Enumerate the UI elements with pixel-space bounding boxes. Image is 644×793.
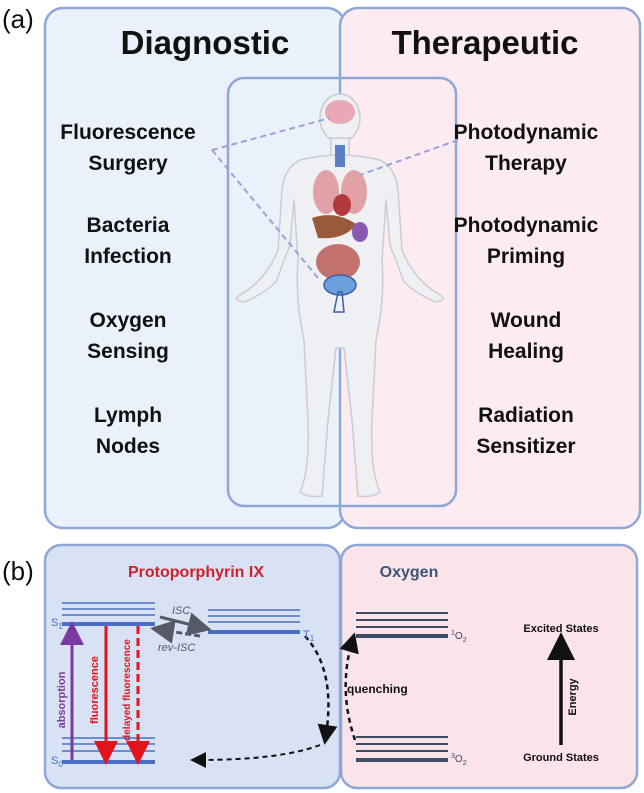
fluorescence-label: fluorescence: [89, 656, 101, 724]
item-line: Sensitizer: [476, 435, 576, 458]
oxygen-excitation-arrow: [339, 632, 359, 741]
therapeutic-item-wound-healing: Wound Healing: [426, 305, 626, 367]
diagnostic-item-oxygen-sensing: Oxygen Sensing: [28, 305, 228, 367]
item-line: Lymph: [93, 404, 163, 427]
t1-label: T1: [303, 629, 315, 643]
delayed-fluorescence-label: delayed fluorescence: [122, 639, 133, 741]
oxygen-title: Oxygen: [380, 564, 439, 581]
isc-label: ISC: [172, 605, 190, 617]
t1-levels: [208, 609, 300, 634]
triplet-oxygen-label: 3O2: [451, 753, 467, 767]
organs-illustration: [312, 100, 368, 313]
item-line: Nodes: [95, 435, 161, 458]
item-line: Bacteria: [86, 214, 170, 237]
absorption-label: absorption: [56, 671, 68, 728]
ground-states-label: Ground States: [523, 752, 599, 764]
quenching-label: quenching: [347, 682, 408, 696]
therapeutic-item-photodynamic-priming: Photodynamic Priming: [426, 210, 626, 272]
rev-isc-label: rev-ISC: [158, 642, 195, 654]
item-line: Oxygen: [89, 309, 167, 332]
item-line: Photodynamic: [453, 121, 599, 144]
s0-label: S0: [51, 755, 63, 769]
item-line: Infection: [84, 245, 172, 268]
energy-label: Energy: [567, 677, 579, 715]
therapeutic-title: Therapeutic: [391, 24, 579, 61]
item-line: Sensing: [87, 340, 169, 363]
body-frame: [226, 76, 458, 508]
item-line: Healing: [488, 340, 564, 363]
excited-states-label: Excited States: [523, 623, 598, 635]
diagnostic-item-fluorescence-surgery: Fluorescence Surgery: [28, 117, 228, 179]
item-line: Priming: [486, 245, 566, 268]
s1-label: S1: [51, 617, 63, 631]
diagnostic-item-bacteria-infection: Bacteria Infection: [28, 210, 228, 272]
item-line: Photodynamic: [453, 214, 599, 237]
item-line: Radiation: [478, 404, 574, 427]
panel-b-label: (b): [2, 556, 34, 586]
oxygen-box: [339, 543, 639, 790]
panel-a-label: (a): [2, 4, 34, 34]
item-line: Wound: [490, 309, 562, 332]
singlet-oxygen-label: 1O2: [451, 630, 467, 644]
return-to-s0-arrow: [190, 744, 321, 768]
triplet-oxygen-levels: [356, 736, 448, 762]
diagnostic-title: Diagnostic: [120, 24, 290, 61]
connector-fluorescence-surgery: [211, 117, 331, 151]
rev-isc-arrow: [150, 620, 201, 644]
therapeutic-item-photodynamic-therapy: Photodynamic Therapy: [426, 117, 626, 179]
isc-arrow: [159, 612, 212, 636]
item-line: Fluorescence: [60, 121, 196, 144]
t1-quench-path: [304, 635, 338, 745]
item-line: Surgery: [88, 152, 168, 175]
connector-photodynamic-therapy: [359, 139, 459, 176]
connector-fluorescence-bladder: [211, 149, 319, 279]
singlet-oxygen-levels: [356, 612, 448, 638]
item-line: Therapy: [485, 152, 567, 175]
ppix-title: Protoporphyrin IX: [128, 564, 264, 581]
therapeutic-item-radiation-sensitizer: Radiation Sensitizer: [426, 400, 626, 462]
diagnostic-item-lymph-nodes: Lymph Nodes: [28, 400, 228, 462]
